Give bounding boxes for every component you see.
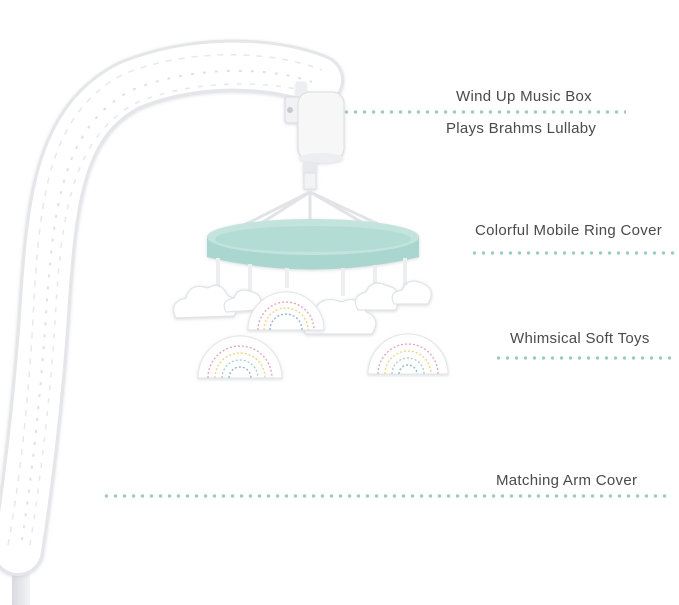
callout-arm-cover: Matching Arm Cover [496,472,638,489]
leader-dots-music-box [342,110,626,114]
rainbow-icon [367,333,449,375]
callout-music-box-line1: Wind Up Music Box [456,88,592,105]
cloud-icon [391,280,432,305]
callout-soft-toys: Whimsical Soft Toys [510,330,650,347]
leader-dots-ring-cover [470,251,676,255]
rainbow-icon [247,291,325,331]
toy-ribbons [216,258,407,296]
arm-cover-icon [0,39,344,576]
mobile-ring-icon [207,219,419,270]
rainbow-icon [197,335,283,379]
cloud-icon [354,282,399,311]
callout-ring-cover: Colorful Mobile Ring Cover [475,222,663,239]
music-box-icon [284,82,345,190]
leader-dots-arm-cover [102,494,672,498]
callout-music-box-line2: Plays Brahms Lullaby [446,120,597,137]
leader-dots-soft-toys [494,356,674,360]
cloud-icon [223,289,262,313]
